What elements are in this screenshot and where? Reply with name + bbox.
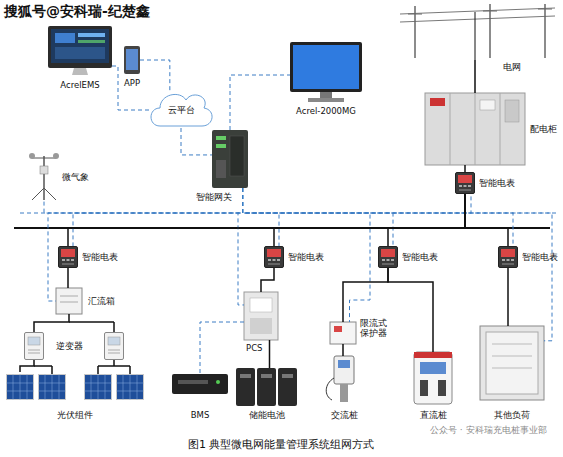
device-label: 逆变器 [56,341,83,351]
device-label: APP [124,78,140,88]
power-line [342,344,344,356]
device-node: BMS [172,374,228,394]
device-label: 配电柜 [530,124,557,134]
power-line [343,268,388,322]
device-label: 电网 [503,62,521,72]
device-label: 储能电池 [249,410,285,420]
comm-link [243,188,513,246]
power-line [507,268,509,326]
power-line [269,340,271,368]
power-line [68,194,465,246]
device-label: Acrel-2000MG [296,106,356,116]
device-node: 直流桩 [414,352,452,404]
comm-link [243,188,370,322]
device-node: PCS [244,292,278,340]
device-node: 智能网关 [212,130,248,188]
power-line [388,194,465,246]
power-line [261,268,274,292]
watermark: 公众号 · 安科瑞充电桩事业部 [430,424,547,437]
comm-link [112,66,150,110]
power-line [465,194,508,246]
device-label: 智能电表 [479,178,515,188]
figure-caption: 图1 典型微电网能量管理系统组网方式 [188,437,375,452]
device-node: 逆变器 [24,332,44,360]
device-label: 限流式保护器 [360,318,387,338]
device-label: 智能电表 [288,252,324,262]
device-label: 智能电表 [402,252,438,262]
device-node: 智能电表 [58,246,78,268]
device-label: 直流桩 [420,410,447,420]
device-label: 智能电表 [82,252,118,262]
device-node: 微气象 [30,150,58,200]
comm-link [140,60,170,92]
device-node: 储能电池 [234,368,300,406]
device-node: APP [124,46,140,74]
power-line [474,60,476,93]
device-node: 交流桩 [332,356,356,402]
device-label: 汇流箱 [88,296,115,306]
device-node: 智能电表 [378,246,398,268]
device-label: 微气象 [62,172,89,182]
device-node: 配电柜 [425,93,525,165]
device-label: 光伏组件 [57,410,93,420]
power-line [20,360,34,372]
watermark: 搜狐号@安科瑞-纪楚鑫 [4,3,150,21]
device-node: AcrelEMS [48,26,112,76]
device-label: 云平台 [168,105,195,115]
comm-link [200,322,244,374]
device-label: AcrelEMS [60,80,99,90]
device-node: 智能电表 [498,246,518,268]
device-node: 云平台 [150,92,212,128]
comm-link [243,188,471,213]
device-node: 其他负荷 [480,326,544,400]
power-line [464,165,466,172]
power-line [388,268,433,352]
device-label: 其他负荷 [494,410,530,420]
device-label: PCS [246,343,262,353]
comm-link [48,188,243,301]
device-node: 智能电表 [264,246,284,268]
device-node: Acrel-2000MG [290,42,362,102]
device-label: 智能网关 [196,192,232,202]
comm-link [243,188,552,341]
comm-link [230,75,290,130]
device-node: 汇流箱 [56,288,82,314]
device-node: 电网 [400,4,555,60]
device-node: 光伏组件 [4,372,146,402]
comm-link [181,128,212,155]
comm-link [44,188,243,213]
power-line [274,194,465,246]
device-label: BMS [191,410,210,420]
device-label: 智能电表 [522,252,558,262]
device-label: 交流桩 [331,410,358,420]
power-line [67,268,69,288]
power-line [34,314,69,332]
comm-link [73,188,243,246]
device-node: 限流式保护器 [330,322,356,344]
device-node: 智能电表 [455,172,475,194]
